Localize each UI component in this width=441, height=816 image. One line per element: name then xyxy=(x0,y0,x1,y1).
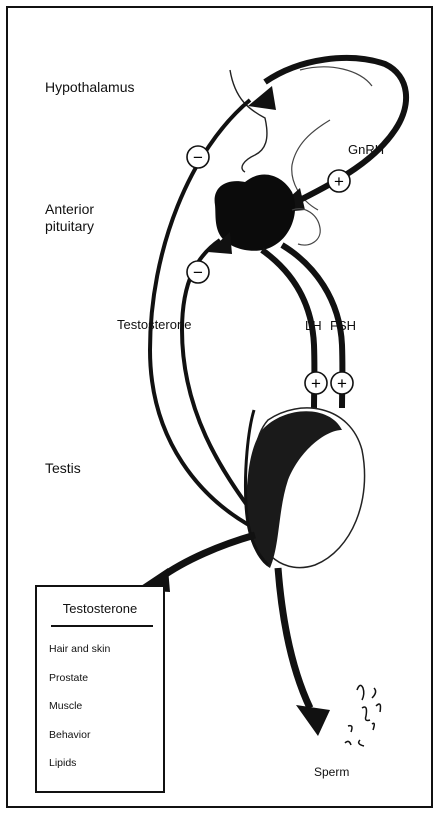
negative-sign-glyph: − xyxy=(193,263,203,282)
sperm-arrow xyxy=(278,568,310,708)
positive-sign-glyph: + xyxy=(337,374,347,393)
gnrh-label: GnRH xyxy=(348,141,384,158)
effects-box-divider xyxy=(51,625,153,627)
sperm-cells-illustration xyxy=(345,685,381,746)
anterior-pituitary-label-line1: Anterior xyxy=(45,201,94,218)
testosterone-label: Testosterone xyxy=(117,316,191,333)
hypothalamus-arrowhead xyxy=(248,86,276,110)
posterior-pituitary-outline xyxy=(292,209,320,245)
positive-sign-glyph: + xyxy=(311,374,321,393)
sperm-label: Sperm xyxy=(314,764,349,781)
sperm-arrowhead xyxy=(296,705,330,736)
pituitary-arrowhead xyxy=(208,232,232,254)
testis-label: Testis xyxy=(45,460,81,477)
effects-list-item: Muscle xyxy=(49,699,110,728)
hypothalamus-outline xyxy=(230,70,267,172)
effects-list-item: Lipids xyxy=(49,756,110,785)
effects-list-item: Prostate xyxy=(49,671,110,700)
testosterone-output-arrow xyxy=(160,535,255,578)
effects-list-item: Hair and skin xyxy=(49,642,110,671)
fsh-label: FSH xyxy=(330,317,356,334)
positive-sign-glyph: + xyxy=(334,172,344,191)
lh-label: LH xyxy=(305,317,322,334)
effects-list: Hair and skin Prostate Muscle Behavior L… xyxy=(49,642,110,785)
anterior-pituitary-label-line2: pituitary xyxy=(45,218,94,235)
hypothalamus-label: Hypothalamus xyxy=(45,79,135,96)
effects-list-item: Behavior xyxy=(49,728,110,757)
negative-sign-glyph: − xyxy=(193,148,203,167)
testosterone-effects-box: Testosterone Hair and skin Prostate Musc… xyxy=(35,585,165,793)
effects-box-title: Testosterone xyxy=(37,601,163,616)
